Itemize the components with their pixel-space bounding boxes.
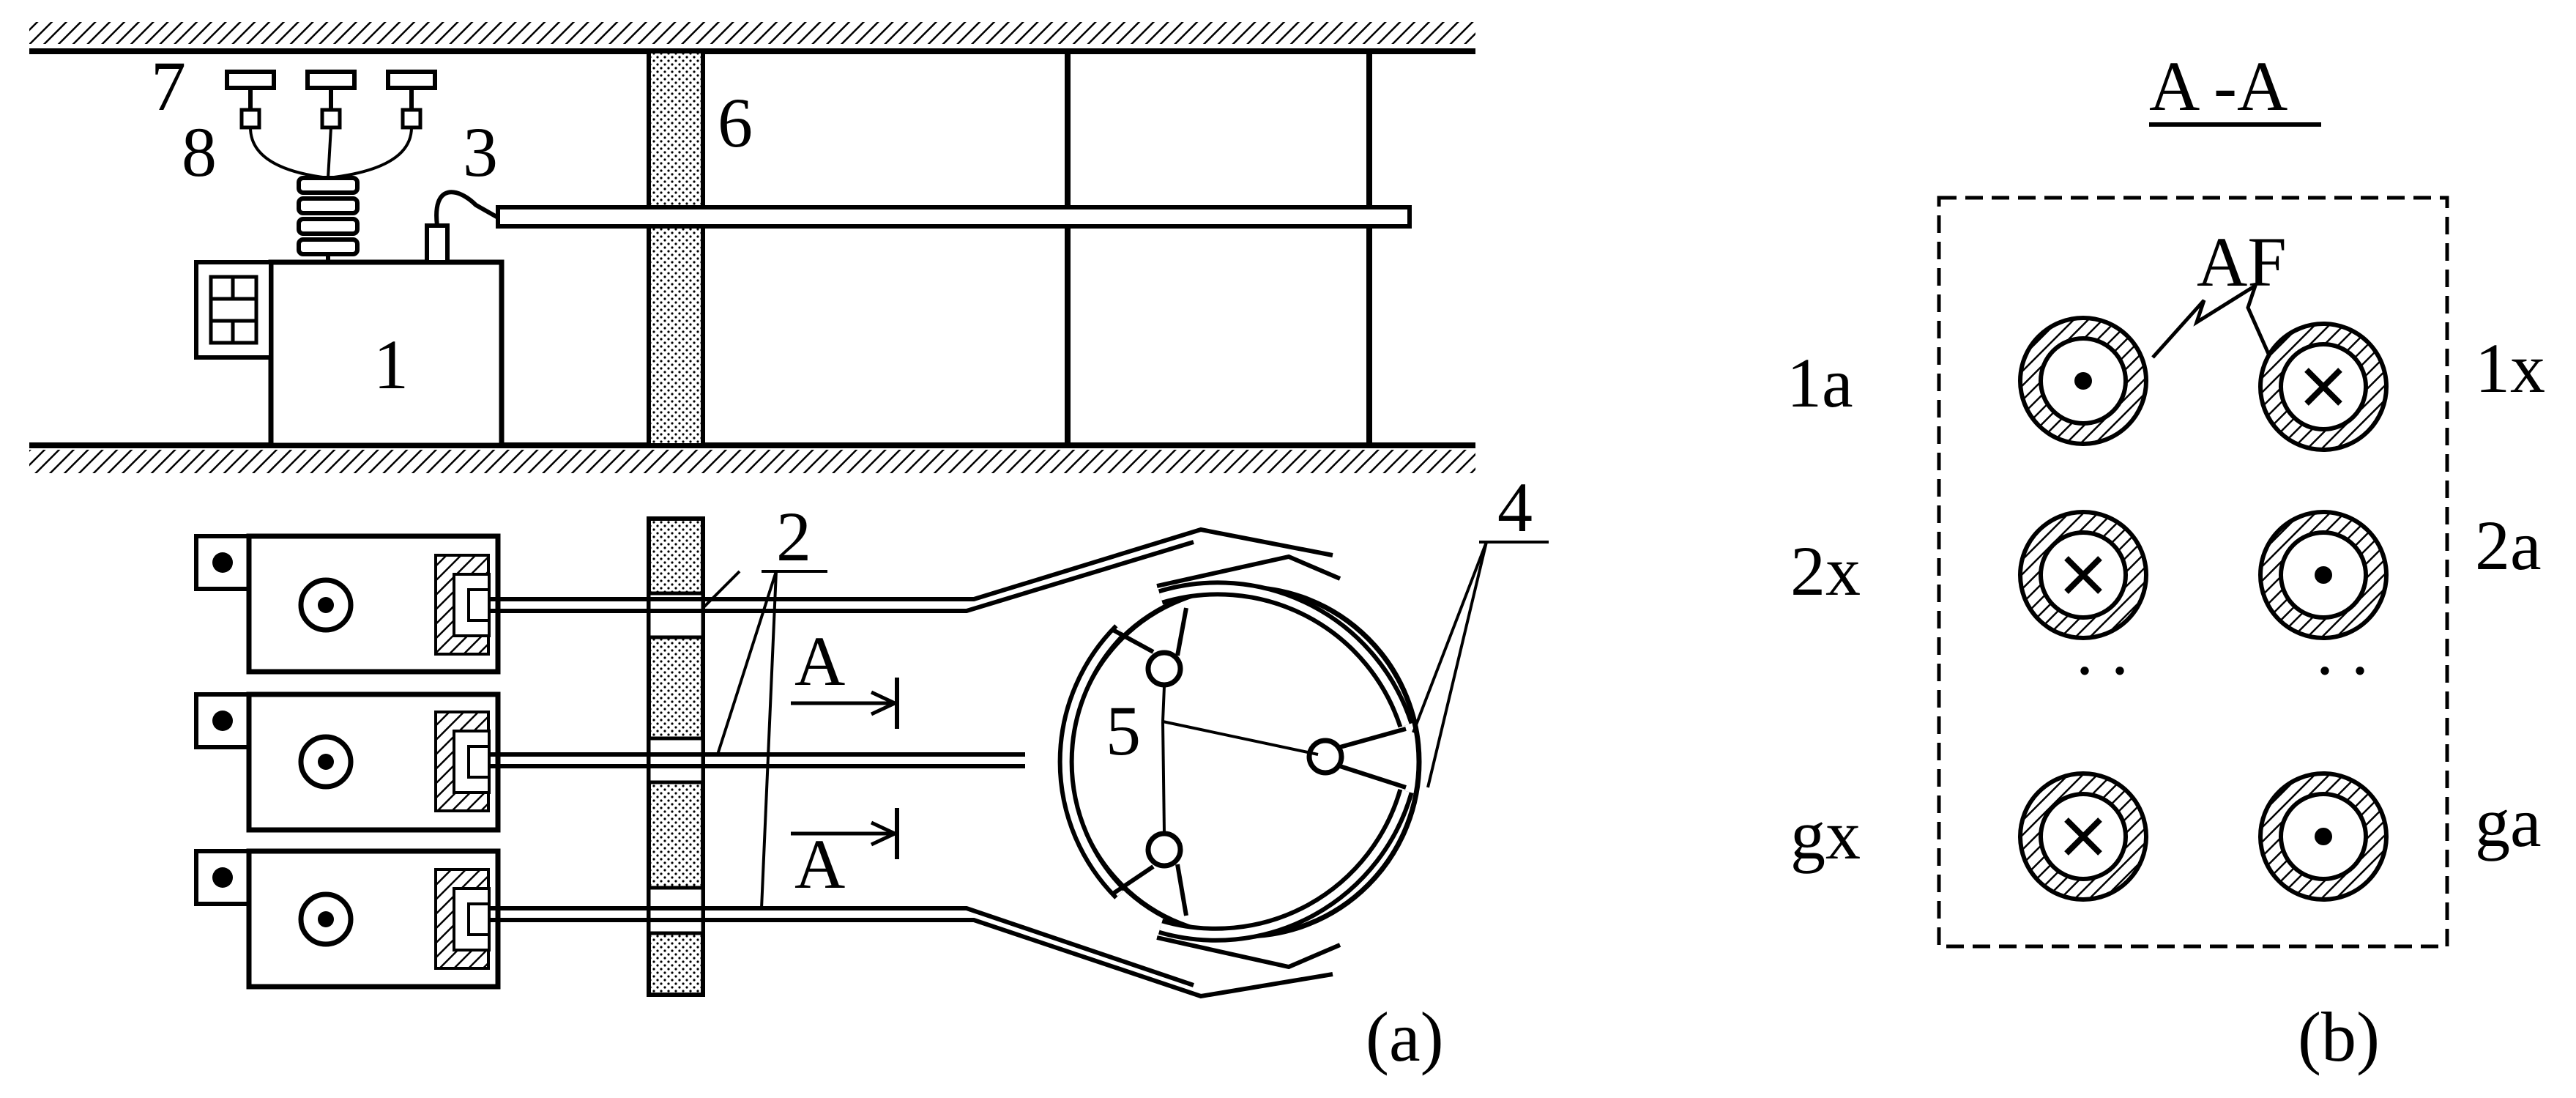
- wall-6: [647, 49, 705, 448]
- wall-gap: [647, 736, 705, 784]
- conductor-1a: [2018, 316, 2148, 446]
- conductor-1x: [2258, 322, 2389, 452]
- connections-7: [225, 70, 437, 179]
- label-5: 5: [1106, 691, 1141, 770]
- section-mark: [791, 678, 899, 859]
- conductor-gx: [2018, 771, 2148, 902]
- label-2: 2: [776, 497, 811, 576]
- busbar-side: [496, 205, 1412, 229]
- label-2a: 2a: [2475, 506, 2542, 585]
- label-4: 4: [1497, 468, 1533, 546]
- label-1: 1: [373, 325, 409, 404]
- terminal-3: [425, 223, 450, 264]
- label-1a: 1a: [1787, 344, 1853, 422]
- label-3: 3: [463, 113, 498, 191]
- ceiling-hatch: [29, 22, 1475, 44]
- transformer-1: [268, 259, 505, 448]
- generator-unit: [194, 533, 501, 675]
- conductor-2x: [2018, 510, 2148, 640]
- label-gx: gx: [1790, 795, 1861, 874]
- conductor-ga: [2258, 771, 2389, 902]
- label-1x: 1x: [2475, 329, 2545, 407]
- ellipsis-right-1: . .: [2316, 611, 2369, 689]
- generator-unit: [194, 848, 501, 990]
- caption-b: (b): [2298, 998, 2380, 1076]
- section-label-top: A: [794, 622, 845, 700]
- ellipsis-left-1: . .: [2076, 611, 2129, 689]
- terminal-lead: [434, 190, 499, 226]
- cables-2: [489, 527, 1333, 999]
- section-view: A -A AF: [1787, 47, 2545, 1076]
- bushing-stack-8: [297, 176, 360, 262]
- ring-structure: [1057, 554, 1422, 970]
- label-7: 7: [151, 47, 186, 125]
- section-title: A -A: [2149, 47, 2287, 125]
- af-leader: [2151, 281, 2279, 375]
- conductor-2a: [2258, 510, 2389, 640]
- side-view: 1 3 6 7 8: [29, 22, 1475, 473]
- label-ga: ga: [2475, 783, 2542, 861]
- plan-view: A A 2 4 5 (a): [194, 468, 1549, 1076]
- label-2x: 2x: [1790, 532, 1861, 610]
- floor-hatch: [29, 450, 1475, 473]
- leader-lines: [701, 541, 1549, 909]
- section-label-bottom: A: [794, 825, 845, 903]
- caption-a: (a): [1366, 998, 1444, 1076]
- label-6: 6: [718, 84, 753, 162]
- label-8: 8: [182, 113, 217, 191]
- generator-unit: [194, 691, 501, 833]
- af-label: AF: [2197, 223, 2287, 301]
- section-frame: [1937, 196, 2449, 949]
